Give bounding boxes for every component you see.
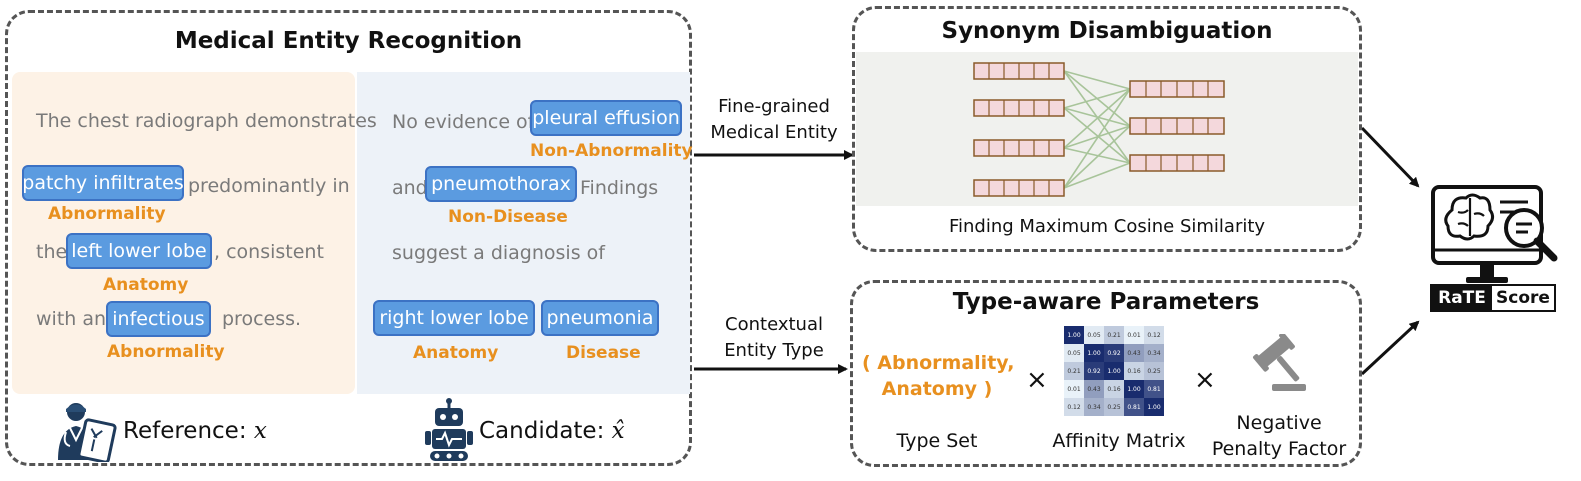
doctor-icon bbox=[52, 400, 118, 464]
entity-pleural-effusion: pleural effusion bbox=[530, 100, 682, 136]
affinity-cell: 0.25 bbox=[1104, 398, 1124, 416]
affinity-cell: 0.34 bbox=[1144, 344, 1164, 362]
affinity-cell: 0.16 bbox=[1124, 362, 1144, 380]
reference-symbol: x bbox=[253, 418, 267, 444]
candidate-symbol: x̂ bbox=[611, 418, 625, 444]
affinity-cell: 1.00 bbox=[1124, 380, 1144, 398]
affinity-matrix-label: Affinity Matrix bbox=[1052, 430, 1186, 452]
ner-title: Medical Entity Recognition bbox=[174, 28, 523, 54]
type-aware-parameters-panel bbox=[850, 280, 1362, 467]
reference-label: Reference: x bbox=[123, 420, 267, 443]
left-embedding-vectors bbox=[973, 62, 1065, 197]
candidate-text-no-evidence: No evidence of bbox=[392, 111, 535, 133]
entity-left-lower-lobe: left lower lobe bbox=[66, 233, 212, 269]
candidate-text-and: and bbox=[392, 177, 428, 199]
arrow-bottom-label-line-1: Contextual bbox=[725, 314, 823, 335]
monitor-brain-icon bbox=[1430, 184, 1560, 286]
tag-non-disease: Non-Disease bbox=[448, 207, 568, 227]
multiply-sign-2: × bbox=[1194, 365, 1216, 395]
tag-non-abnormality: Non-Abnormality bbox=[530, 141, 693, 161]
reference-label-text: Reference: bbox=[123, 418, 254, 444]
type-set-label: Type Set bbox=[896, 430, 978, 452]
tag-abnormality-1: Abnormality bbox=[48, 204, 166, 224]
penalty-label-line-1: Negative bbox=[1236, 412, 1322, 434]
reference-text-the: the bbox=[36, 241, 68, 263]
candidate-label: Candidate: x̂ bbox=[479, 420, 625, 443]
rate-score-left: RaTE bbox=[1432, 286, 1492, 310]
affinity-cell: 1.00 bbox=[1064, 326, 1084, 344]
arrow-top-label-line-2: Medical Entity bbox=[710, 122, 838, 143]
tag-anatomy-2: Anatomy bbox=[413, 343, 499, 363]
candidate-label-text: Candidate: bbox=[479, 418, 612, 444]
entity-infectious: infectious bbox=[106, 301, 211, 337]
reference-text-predominantly: predominantly in bbox=[188, 175, 350, 197]
arrow-top-label-line-1: Fine-grained bbox=[718, 96, 830, 117]
affinity-cell: 0.43 bbox=[1124, 344, 1144, 362]
affinity-cell: 0.81 bbox=[1144, 380, 1164, 398]
embedding-area bbox=[856, 52, 1358, 206]
type-set-value-line-1: ( Abnormality, bbox=[862, 352, 1015, 374]
affinity-cell: 0.92 bbox=[1084, 362, 1104, 380]
synonym-caption: Finding Maximum Cosine Similarity bbox=[948, 216, 1266, 237]
synonym-disambiguation-panel bbox=[852, 6, 1362, 252]
affinity-cell: 0.16 bbox=[1104, 380, 1124, 398]
tag-abnormality-2: Abnormality bbox=[107, 342, 225, 362]
entity-pneumothorax: pneumothorax bbox=[425, 166, 577, 202]
reference-line-1: The chest radiograph demonstrates bbox=[36, 110, 377, 132]
affinity-cell: 0.92 bbox=[1104, 344, 1124, 362]
tag-anatomy-1: Anatomy bbox=[103, 275, 189, 295]
rate-score-badge: RaTE Score bbox=[1430, 284, 1556, 312]
entity-pneumonia: pneumonia bbox=[541, 300, 659, 336]
synonym-title: Synonym Disambiguation bbox=[941, 18, 1273, 44]
affinity-cell: 1.00 bbox=[1144, 398, 1164, 416]
penalty-label-line-2: Penalty Factor bbox=[1211, 438, 1347, 460]
medical-entity-recognition-panel bbox=[5, 10, 692, 466]
affinity-cell: 0.12 bbox=[1144, 326, 1164, 344]
arrow-synonym-to-score bbox=[1360, 126, 1420, 188]
candidate-text-suggest: suggest a diagnosis of bbox=[392, 242, 605, 264]
affinity-cell: 0.21 bbox=[1104, 326, 1124, 344]
arrow-type-aware-to-score bbox=[1360, 320, 1420, 376]
arrow-bottom-label-line-2: Entity Type bbox=[724, 340, 824, 361]
candidate-text-findings: Findings bbox=[580, 177, 659, 199]
entity-right-lower-lobe: right lower lobe bbox=[373, 300, 535, 336]
affinity-cell: 0.21 bbox=[1064, 362, 1084, 380]
affinity-cell: 0.01 bbox=[1064, 380, 1084, 398]
affinity-cell: 1.00 bbox=[1104, 362, 1124, 380]
type-set-value-line-2: Anatomy ) bbox=[881, 378, 993, 400]
embedding-network bbox=[856, 52, 1358, 206]
affinity-cell: 0.12 bbox=[1064, 398, 1084, 416]
affinity-cell: 0.43 bbox=[1084, 380, 1104, 398]
affinity-cell: 0.34 bbox=[1084, 398, 1104, 416]
affinity-cell: 0.25 bbox=[1144, 362, 1164, 380]
affinity-cell: 0.05 bbox=[1064, 344, 1084, 362]
reference-text-with-an: with an bbox=[36, 308, 107, 330]
affinity-cell: 0.81 bbox=[1124, 398, 1144, 416]
gavel-icon bbox=[1252, 332, 1310, 396]
reference-text-consistent: , consistent bbox=[214, 241, 324, 263]
affinity-cell: 1.00 bbox=[1084, 344, 1104, 362]
entity-patchy-infiltrates: patchy infiltrates bbox=[22, 165, 184, 201]
rate-score-right: Score bbox=[1492, 286, 1554, 310]
multiply-sign-1: × bbox=[1026, 365, 1048, 395]
affinity-cell: 0.01 bbox=[1124, 326, 1144, 344]
robot-icon bbox=[424, 398, 474, 462]
tag-disease: Disease bbox=[566, 343, 641, 363]
reference-text-process: process. bbox=[222, 308, 302, 330]
affinity-cell: 0.05 bbox=[1084, 326, 1104, 344]
type-aware-title: Type-aware Parameters bbox=[952, 289, 1260, 315]
